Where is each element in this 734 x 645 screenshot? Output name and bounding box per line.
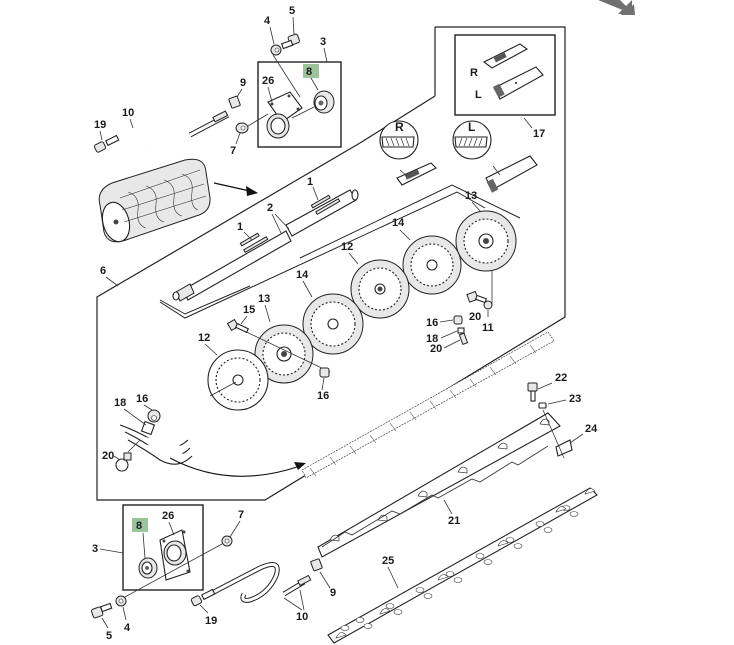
washer-7-bottom <box>221 535 233 547</box>
bolt-20-right <box>466 290 488 304</box>
callout-26-top[interactable]: 26 <box>262 75 274 87</box>
callout-4-bottom[interactable]: 4 <box>124 622 131 634</box>
callout-12-right[interactable]: 12 <box>341 241 353 253</box>
washer-11 <box>483 300 493 310</box>
sprocket-14-right <box>402 235 462 295</box>
callout-16-detail[interactable]: 16 <box>136 393 148 405</box>
sprocket-14-left <box>302 293 364 355</box>
callout-1a[interactable]: 1 <box>237 221 243 233</box>
callout-19-top[interactable]: 19 <box>94 119 106 131</box>
knife-r <box>396 162 437 186</box>
arrow-down-right-icon[interactable] <box>598 0 635 15</box>
bolt-15 <box>226 318 250 334</box>
knife-l <box>485 155 538 193</box>
callout-22[interactable]: 22 <box>555 372 567 384</box>
callout-23[interactable]: 23 <box>569 393 581 405</box>
bearing-housing-bottom <box>159 529 191 581</box>
insertion-arrow <box>169 457 306 477</box>
label-r-inset: R <box>470 67 478 79</box>
callout-21[interactable]: 21 <box>448 515 460 527</box>
callout-18-detail[interactable]: 18 <box>114 397 126 409</box>
callout-14-left[interactable]: 14 <box>296 269 309 281</box>
bolt-5-bottom <box>90 602 113 619</box>
callout-6[interactable]: 6 <box>100 265 106 277</box>
callout-7-bottom[interactable]: 7 <box>238 509 244 521</box>
svg-text:L: L <box>468 120 475 134</box>
bearing-insert <box>313 90 335 114</box>
callout-16-left[interactable]: 16 <box>317 390 329 402</box>
callout-15[interactable]: 15 <box>243 304 255 316</box>
callout-highlight-bottom <box>132 518 148 532</box>
shaft-left <box>172 230 292 302</box>
knife-inset: R L <box>454 34 556 116</box>
knife-r-detail: R <box>379 120 419 160</box>
cover-plate <box>317 412 561 558</box>
callout-3-top[interactable]: 3 <box>320 36 326 48</box>
callout-highlight <box>303 64 319 78</box>
scraper-clip-detail <box>115 409 193 472</box>
knife-l-detail: L <box>452 120 492 160</box>
assembled-roller <box>98 158 211 243</box>
callout-11[interactable]: 11 <box>482 322 494 334</box>
callout-16-right[interactable]: 16 <box>426 317 438 329</box>
clip-24 <box>555 439 573 457</box>
callout-10-top[interactable]: 10 <box>122 107 134 119</box>
bolt-22 <box>527 382 538 402</box>
callout-5-top[interactable]: 5 <box>289 5 295 17</box>
washer-4-top <box>270 44 282 56</box>
sprocket-13-left <box>254 324 314 384</box>
callout-9-bottom[interactable]: 9 <box>330 587 336 599</box>
callout-20-right-b[interactable]: 20 <box>430 343 442 355</box>
washer-4-bottom <box>115 595 127 607</box>
callout-13-right[interactable]: 13 <box>465 190 477 202</box>
callout-20-detail[interactable]: 20 <box>102 450 114 462</box>
shaft-right <box>285 189 359 237</box>
grease-hose-10-bottom <box>208 561 312 603</box>
bearing-insert-bottom <box>138 557 158 579</box>
grease-hose-10-top <box>117 109 230 152</box>
bolt-5-top <box>280 33 301 50</box>
fitting-19-top <box>93 134 120 153</box>
callout-7-top[interactable]: 7 <box>230 145 236 157</box>
washer-23 <box>538 402 547 409</box>
callout-25[interactable]: 25 <box>382 555 394 567</box>
bearing-housing <box>266 91 303 139</box>
assembly-arrow <box>213 182 258 196</box>
bottom-bearing-inset: 8 26 <box>122 504 204 591</box>
callout-9-top[interactable]: 9 <box>240 77 246 89</box>
callout-8-bottom[interactable]: 8 <box>136 520 142 532</box>
main-assembly-frame <box>96 26 566 501</box>
nut-16-right <box>453 315 469 346</box>
sprocket-12-left <box>207 349 269 411</box>
top-bearing-inset: 8 26 <box>257 61 342 148</box>
sprocket-12-right <box>350 259 410 319</box>
callout-2[interactable]: 2 <box>267 202 273 214</box>
svg-text:R: R <box>395 120 404 134</box>
washer-7-top <box>235 122 249 134</box>
callout-26-bottom[interactable]: 26 <box>162 510 174 522</box>
callout-20-right[interactable]: 20 <box>469 311 481 323</box>
callout-3-bottom[interactable]: 3 <box>92 543 98 555</box>
callout-4-top[interactable]: 4 <box>264 15 271 27</box>
label-l-inset: L <box>475 89 482 101</box>
perforated-strip <box>327 487 598 644</box>
callout-19-bottom[interactable]: 19 <box>205 615 217 627</box>
grease-fitting-9-bottom <box>310 558 323 572</box>
callout-10-bottom[interactable]: 10 <box>296 611 308 623</box>
fitting-19-bottom <box>190 588 216 607</box>
callout-24[interactable]: 24 <box>585 423 598 435</box>
callout-12-left[interactable]: 12 <box>198 332 210 344</box>
callout-14-right[interactable]: 14 <box>392 217 405 229</box>
sprocket-13-right <box>455 210 517 272</box>
callout-13-left[interactable]: 13 <box>258 293 270 305</box>
callout-18-right[interactable]: 18 <box>426 333 438 345</box>
callout-5-bottom[interactable]: 5 <box>106 630 112 642</box>
nut-16-left <box>319 367 330 378</box>
grease-fitting-9-top <box>228 95 241 109</box>
callout-17[interactable]: 17 <box>533 128 545 140</box>
callout-1b[interactable]: 1 <box>307 176 313 188</box>
stripper-strip <box>301 331 555 479</box>
callout-8-top[interactable]: 8 <box>306 66 312 78</box>
